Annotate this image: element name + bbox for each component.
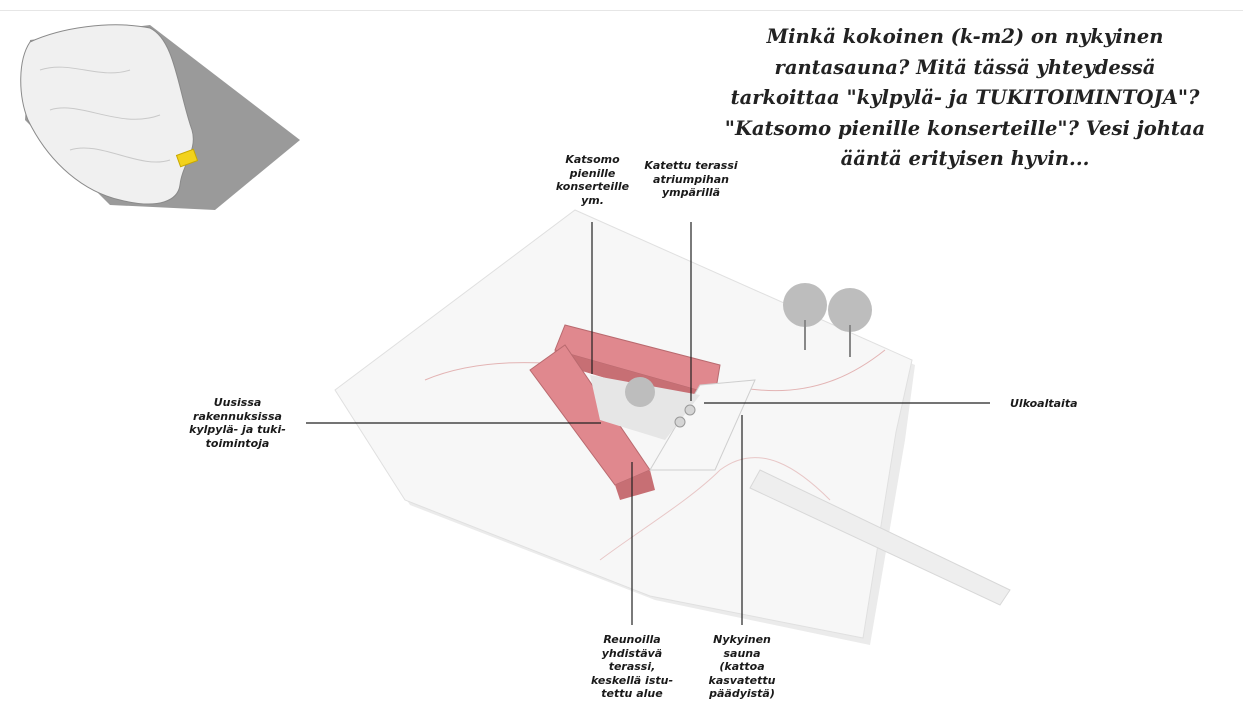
label-line: konserteille xyxy=(555,180,630,193)
label-line: (kattoa xyxy=(719,660,765,673)
courtyard-tree xyxy=(625,377,655,407)
label-line: terassi, xyxy=(608,660,656,673)
label-line: kylpylä- ja tuki- xyxy=(189,423,286,436)
trees xyxy=(783,283,872,357)
label-line: Katsomo xyxy=(565,153,620,166)
locator-contours xyxy=(39,66,171,163)
question-line: rantasauna? Mitä tässä yhteydessä xyxy=(774,55,1156,79)
leader-lines xyxy=(306,222,990,625)
label-line: Uusissa xyxy=(213,396,262,409)
label-line: Ulkoaltaita xyxy=(1010,397,1078,410)
label-line: pienille xyxy=(569,166,616,180)
locator-island xyxy=(20,24,194,205)
label-katsomo: Katsomo pienille konserteille ym. xyxy=(555,153,630,207)
question-line: Minkä kokoinen (k-m2) on nykyinen xyxy=(766,25,1164,48)
label-line: Katettu terassi xyxy=(644,159,738,172)
label-reunoilla: Reunoilla yhdistävä terassi, keskellä is… xyxy=(583,633,681,701)
label-line: ympärillä xyxy=(661,186,721,199)
label-line: päädyistä) xyxy=(709,687,775,700)
locator-highlight xyxy=(175,148,199,168)
label-line: yhdistävä xyxy=(601,646,663,660)
label-line: Reunoilla xyxy=(603,633,661,646)
label-line: keskellä istu- xyxy=(590,673,674,687)
question-line: "Katsomo pienille konserteille"? Vesi jo… xyxy=(724,116,1206,140)
label-line: sauna xyxy=(723,646,761,660)
question-text: Minkä kokoinen (k-m2) on nykyinen rantas… xyxy=(700,22,1230,175)
label-line: atriumpihan xyxy=(653,172,729,186)
outdoor-pool-1 xyxy=(684,404,696,416)
label-uusissa: Uusissa rakennuksissa kylpylä- ja tuki- … xyxy=(170,396,305,450)
question-line: tarkoittaa "kylpylä- ja TUKITOIMINTOJA"? xyxy=(730,86,1200,109)
label-ulkoaltaita: Ulkoaltaita xyxy=(1010,397,1110,411)
label-line: toimintoja xyxy=(205,436,270,450)
label-sauna: Nykyinen sauna (kattoa kasvatettu päädyi… xyxy=(703,633,781,701)
locator-map xyxy=(20,24,300,210)
label-line: Nykyinen xyxy=(713,633,771,646)
question-line: ääntä erityisen hyvin... xyxy=(840,147,1090,170)
access-road xyxy=(749,469,1011,606)
top-divider xyxy=(0,10,1243,11)
label-terassi: Katettu terassi atriumpihan ympärillä xyxy=(643,159,739,200)
outdoor-pool-2 xyxy=(674,416,686,428)
site-model xyxy=(334,209,1011,645)
building-west-side xyxy=(615,470,655,500)
label-line: rakennuksissa xyxy=(193,409,282,423)
label-line: tettu alue xyxy=(601,687,663,700)
courtyard xyxy=(590,375,700,440)
label-line: kasvatettu xyxy=(708,673,776,687)
red-path-line-2 xyxy=(599,457,831,561)
label-line: ym. xyxy=(581,193,604,207)
